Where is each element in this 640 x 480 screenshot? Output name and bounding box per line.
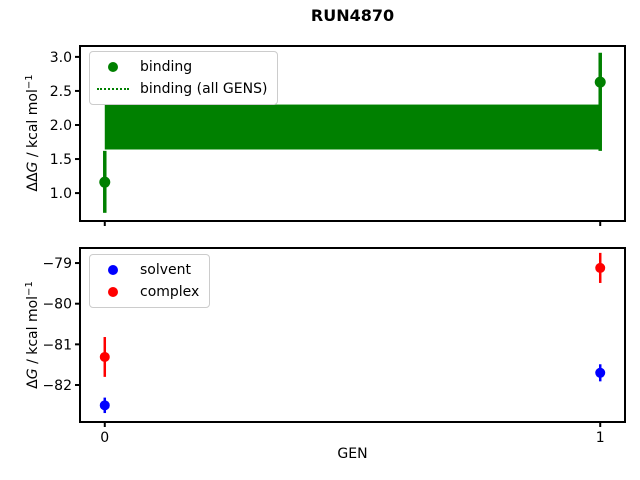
legend-handle bbox=[96, 287, 130, 297]
solvent-marker-icon bbox=[108, 265, 118, 275]
confidence-band bbox=[104, 104, 601, 150]
legend-handle bbox=[96, 88, 130, 90]
chart-title: RUN4870 bbox=[310, 6, 395, 25]
bottom-y-axis-label: ΔG / kcal mol−1 bbox=[24, 281, 41, 389]
data-point-solvent bbox=[595, 367, 606, 378]
data-point-solvent bbox=[99, 400, 110, 411]
legend-handle bbox=[96, 62, 130, 72]
ylabel1-symbol: G bbox=[25, 161, 41, 173]
ylabel1-prefix: ΔΔ bbox=[25, 172, 41, 192]
legend-item-complex: complex bbox=[96, 281, 199, 303]
x-axis-label: GEN bbox=[337, 446, 368, 462]
y-tick-label: 3.0 bbox=[50, 50, 72, 66]
complex-marker-icon bbox=[108, 287, 118, 297]
data-point-complex bbox=[99, 351, 110, 362]
bottom-legend: solvent complex bbox=[89, 254, 211, 308]
legend-item-binding-all-gens: binding (all GENS) bbox=[96, 78, 267, 100]
x-tick-label: 1 bbox=[596, 430, 605, 446]
y-tick-label: −82 bbox=[42, 378, 72, 394]
legend-label-solvent: solvent bbox=[140, 262, 192, 278]
y-tick-label: 2.0 bbox=[50, 118, 72, 134]
dotted-line-icon bbox=[97, 88, 129, 90]
ylabel2-prefix: Δ bbox=[25, 379, 41, 389]
legend-label-binding: binding bbox=[140, 59, 193, 75]
axes-frame bbox=[79, 45, 626, 222]
top-plot-axes: 1.0 1.5 2.0 2.5 3.0 bbox=[50, 45, 626, 226]
y-tick-label: 1.5 bbox=[50, 152, 72, 168]
y-tick-label: 2.5 bbox=[50, 84, 72, 100]
legend-handle bbox=[96, 265, 130, 275]
ylabel2-exponent: −1 bbox=[24, 281, 35, 296]
binding-marker-icon bbox=[108, 62, 118, 72]
y-tick-label: −79 bbox=[42, 256, 72, 272]
ylabel1-unit: / kcal mol bbox=[25, 89, 41, 162]
y-tick-label: −80 bbox=[42, 297, 72, 313]
ylabel2-symbol: G bbox=[25, 368, 41, 380]
legend-item-solvent: solvent bbox=[96, 259, 199, 281]
legend-item-binding: binding bbox=[96, 56, 267, 78]
y-tick-label: −81 bbox=[42, 337, 72, 353]
data-point-binding bbox=[99, 176, 111, 188]
ylabel1-exponent: −1 bbox=[24, 74, 35, 90]
legend-label-complex: complex bbox=[140, 284, 200, 300]
axes-frame bbox=[79, 247, 626, 423]
top-legend: binding binding (all GENS) bbox=[89, 51, 279, 105]
x-tick-label: 0 bbox=[100, 430, 109, 446]
data-point-binding bbox=[594, 76, 606, 88]
legend-label-binding-all-gens: binding (all GENS) bbox=[140, 81, 268, 97]
ylabel2-unit: / kcal mol bbox=[25, 295, 41, 369]
top-y-axis-label: ΔΔG / kcal mol−1 bbox=[24, 74, 41, 192]
data-point-complex bbox=[595, 262, 606, 273]
y-tick-label: 1.0 bbox=[50, 186, 72, 202]
